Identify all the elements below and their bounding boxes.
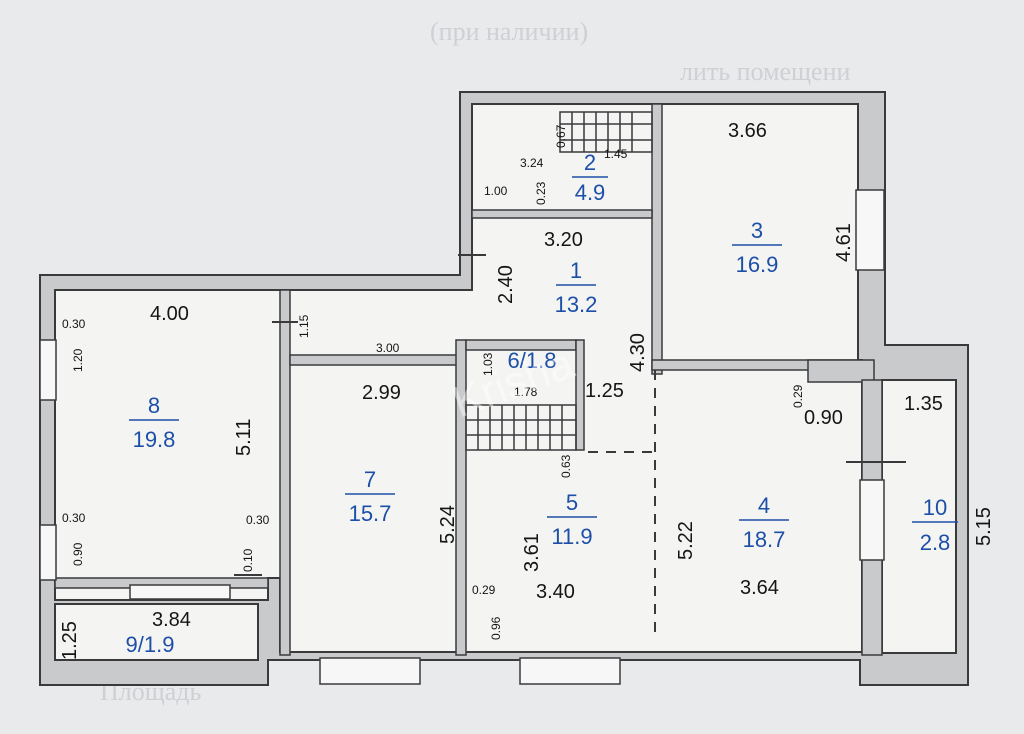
svg-text:5.11: 5.11 [233, 419, 255, 456]
svg-text:11.9: 11.9 [551, 524, 592, 549]
window [519, 657, 621, 685]
room-label-8: 8 19.8 [129, 393, 179, 452]
svg-text:3.20: 3.20 [544, 229, 583, 251]
svg-text:0.30: 0.30 [62, 511, 86, 525]
svg-text:2.40: 2.40 [495, 265, 517, 304]
svg-text:1: 1 [570, 258, 582, 283]
room-label-3: 3 16.9 [732, 218, 782, 277]
svg-text:0.96: 0.96 [489, 616, 503, 640]
svg-text:6/1.8: 6/1.8 [508, 348, 557, 373]
svg-text:3.61: 3.61 [521, 533, 543, 572]
svg-text:0.29: 0.29 [791, 384, 805, 408]
svg-text:5.15: 5.15 [973, 507, 995, 546]
background-text: лить помещени [680, 57, 850, 86]
dimension-labels: 3.66 4.61 3.20 2.40 4.30 1.25 4.00 5.11 … [59, 120, 995, 660]
svg-text:3.24: 3.24 [520, 156, 544, 170]
svg-text:3.66: 3.66 [728, 120, 767, 142]
svg-text:19.8: 19.8 [133, 427, 176, 452]
window [319, 657, 421, 685]
svg-text:8: 8 [148, 393, 160, 418]
svg-text:2.99: 2.99 [362, 382, 401, 404]
svg-text:16.9: 16.9 [736, 252, 779, 277]
small-dimension-labels: 0.67 1.45 3.24 0.23 1.00 0.30 1.20 1.15 … [62, 124, 805, 640]
svg-text:15.7: 15.7 [349, 501, 392, 526]
window [859, 479, 885, 561]
svg-text:3.00: 3.00 [376, 341, 400, 355]
window [855, 189, 885, 271]
staircase-top [559, 111, 653, 153]
svg-text:5.24: 5.24 [437, 505, 459, 544]
balcony-room-10 [881, 379, 957, 654]
svg-text:0.10: 0.10 [241, 548, 255, 572]
svg-text:1.45: 1.45 [604, 147, 628, 161]
svg-text:0.30: 0.30 [246, 513, 270, 527]
svg-text:0.67: 0.67 [554, 124, 568, 148]
svg-text:1.25: 1.25 [59, 621, 81, 660]
svg-text:1.25: 1.25 [585, 380, 624, 402]
background-text: (при наличии) [430, 17, 588, 46]
svg-text:0.29: 0.29 [472, 583, 496, 597]
svg-text:3.64: 3.64 [740, 577, 779, 599]
svg-text:2.8: 2.8 [920, 530, 951, 555]
svg-text:0.90: 0.90 [804, 407, 843, 429]
svg-text:1.00: 1.00 [484, 184, 508, 198]
svg-text:1.78: 1.78 [514, 385, 538, 399]
svg-text:3: 3 [751, 218, 763, 243]
svg-text:7: 7 [364, 467, 376, 492]
svg-text:3.40: 3.40 [536, 581, 575, 603]
window [129, 584, 231, 600]
balcony-room-9 [54, 603, 259, 661]
svg-text:3.84: 3.84 [152, 609, 191, 631]
svg-text:18.7: 18.7 [743, 527, 786, 552]
room-label-9: 9/1.9 [126, 632, 175, 657]
svg-text:4: 4 [758, 493, 770, 518]
svg-text:1.20: 1.20 [71, 348, 85, 372]
room-label-2: 2 4.9 [572, 150, 608, 205]
room-label-7: 7 15.7 [345, 467, 395, 526]
svg-text:0.63: 0.63 [559, 454, 573, 478]
interior-walls [54, 103, 883, 656]
svg-text:10: 10 [923, 495, 947, 520]
window [39, 524, 57, 581]
room-label-5: 5 11.9 [547, 490, 597, 549]
window [39, 339, 57, 401]
svg-text:0.30: 0.30 [62, 317, 86, 331]
svg-text:2: 2 [584, 150, 596, 175]
svg-text:5: 5 [566, 490, 578, 515]
room-label-1: 1 13.2 [555, 258, 598, 317]
svg-text:0.23: 0.23 [534, 181, 548, 205]
svg-text:1.03: 1.03 [481, 352, 495, 376]
svg-text:1.15: 1.15 [297, 314, 311, 338]
staircase-bottom [465, 404, 577, 451]
room-label-10: 10 2.8 [912, 495, 958, 555]
svg-text:4.00: 4.00 [150, 303, 189, 325]
svg-text:13.2: 13.2 [555, 292, 598, 317]
svg-text:0.90: 0.90 [71, 542, 85, 566]
room-label-4: 4 18.7 [739, 493, 789, 552]
svg-text:9/1.9: 9/1.9 [126, 632, 175, 657]
room-label-6: 6/1.8 [508, 348, 557, 373]
svg-text:4.30: 4.30 [627, 333, 649, 372]
svg-text:4.61: 4.61 [833, 223, 855, 262]
svg-text:4.9: 4.9 [575, 180, 606, 205]
svg-text:5.22: 5.22 [675, 521, 697, 560]
svg-text:1.35: 1.35 [904, 393, 943, 415]
